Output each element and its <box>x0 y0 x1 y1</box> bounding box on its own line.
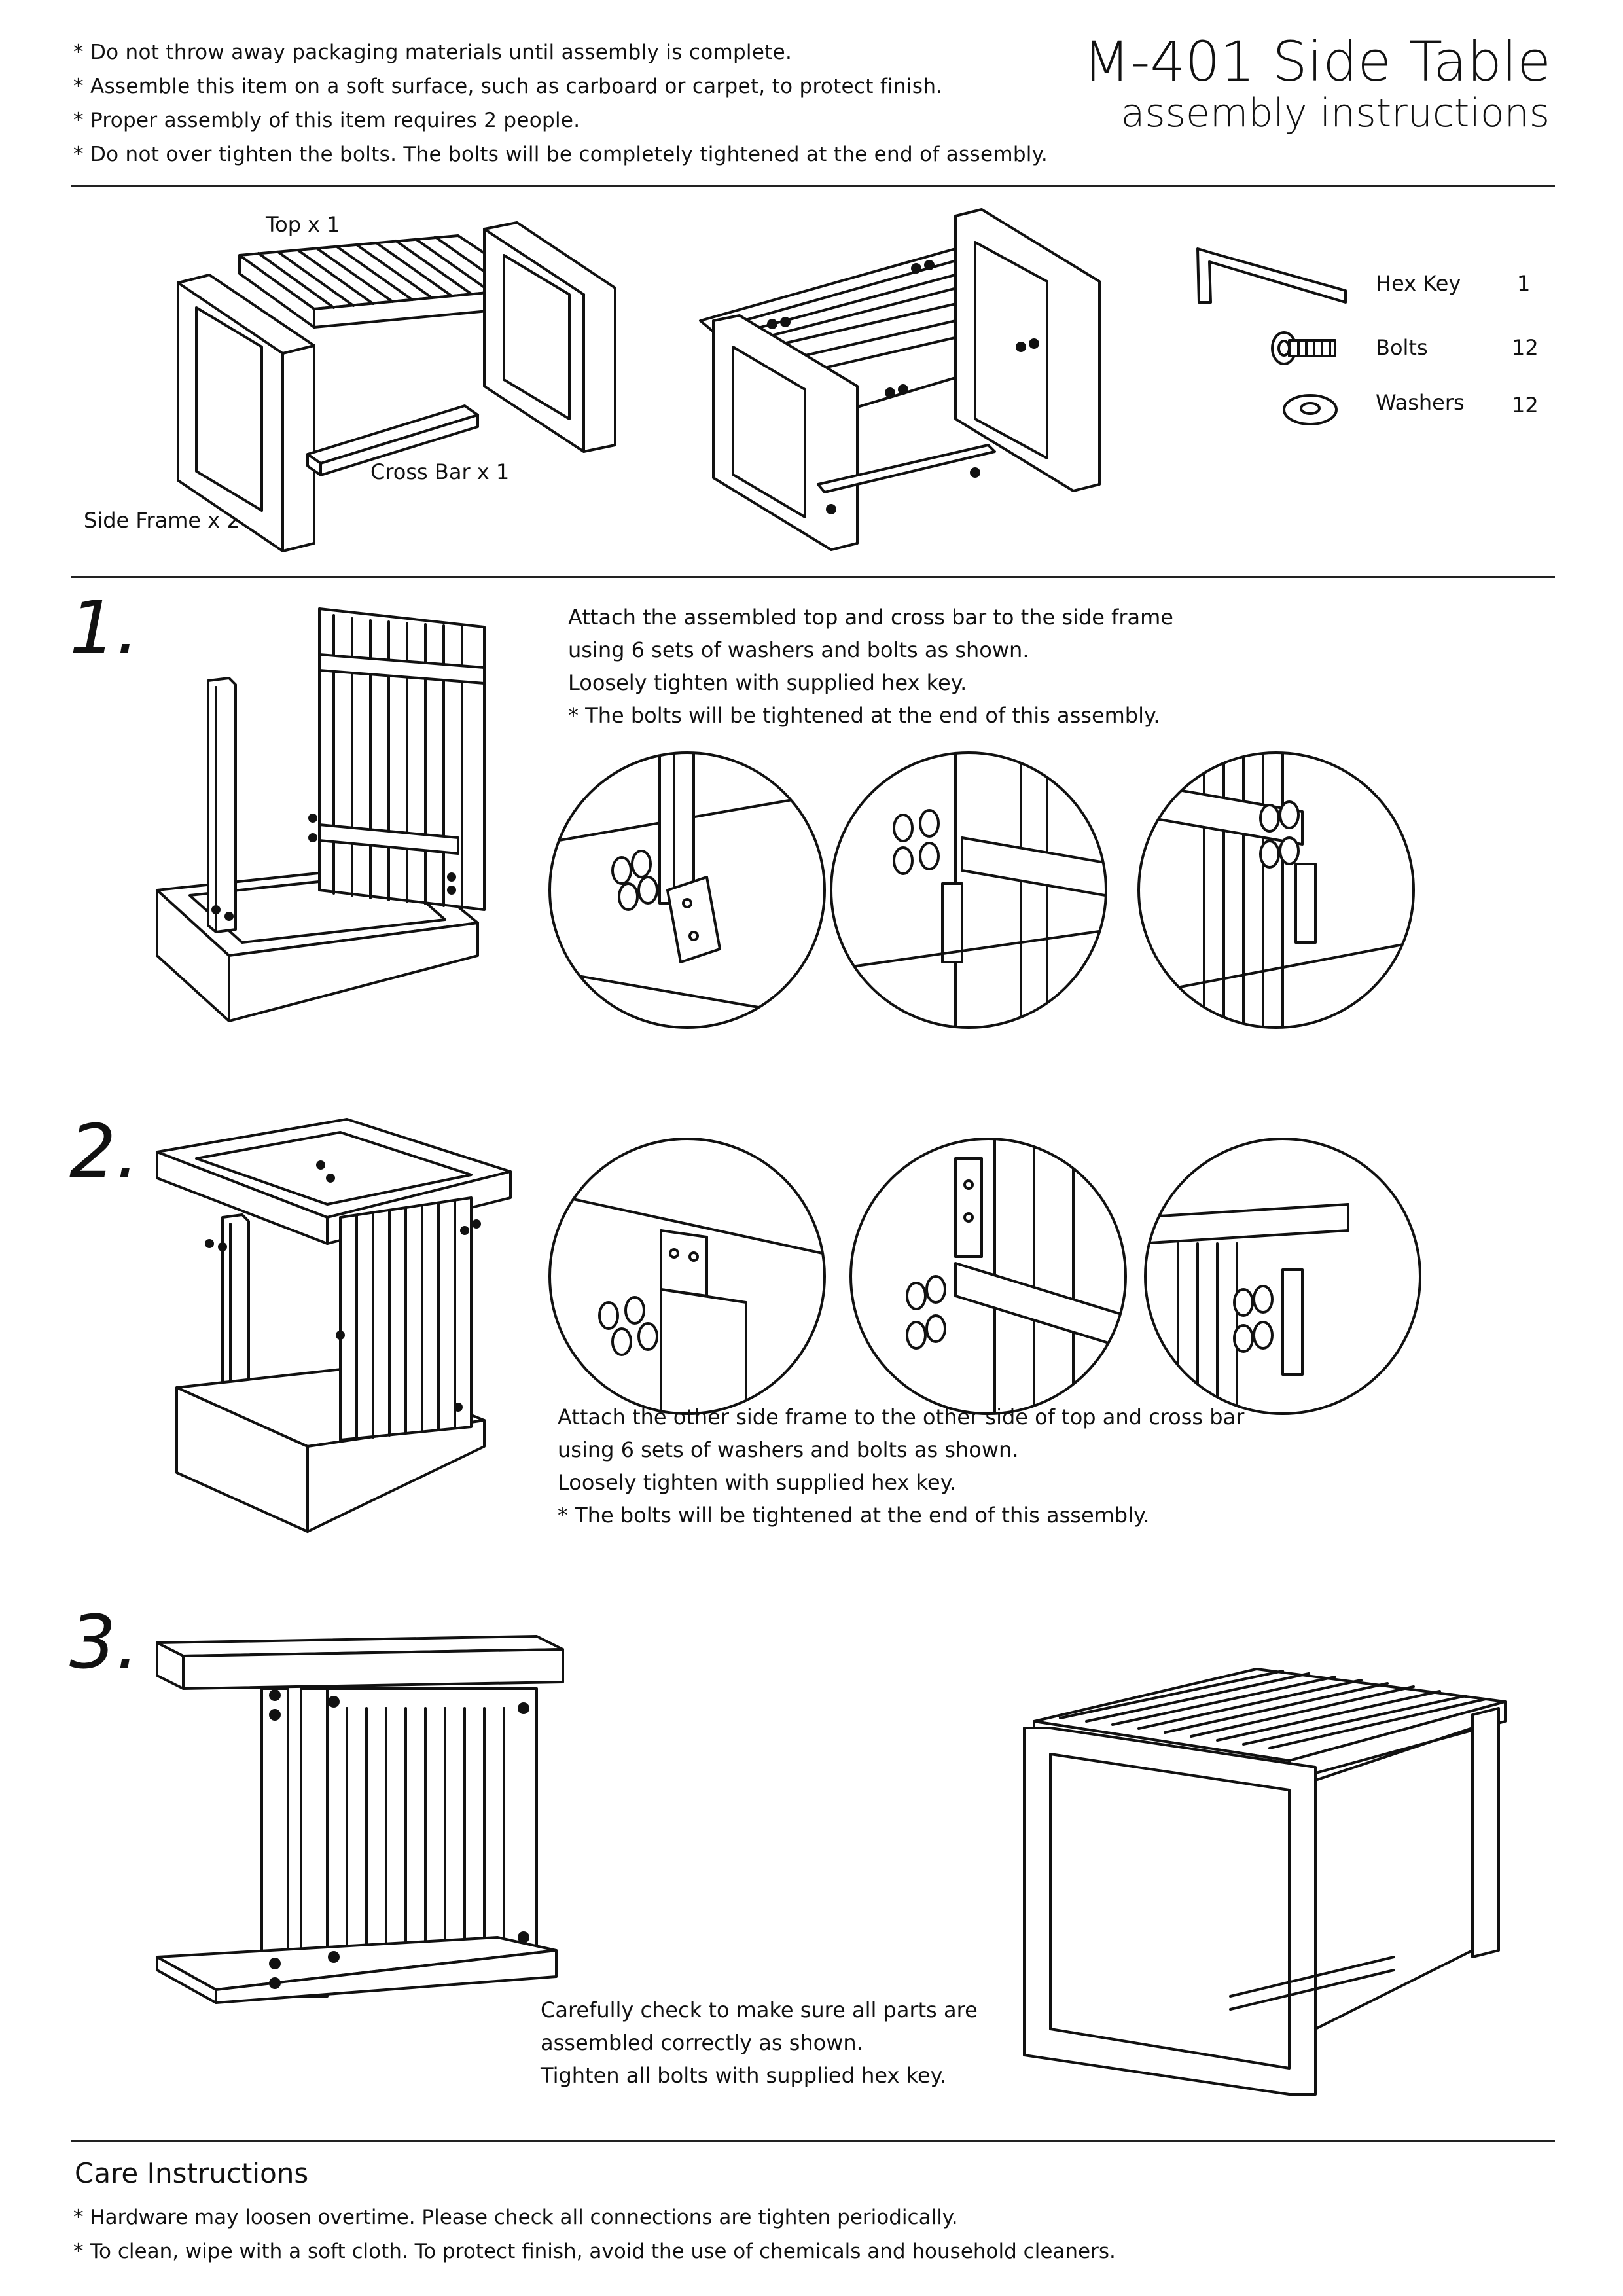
hardware-qty-bolts: 12 <box>1512 335 1539 360</box>
step-1-number: 1. <box>69 586 139 671</box>
page-title: M-401 Side Table <box>1082 29 1551 94</box>
divider-care <box>71 2140 1555 2142</box>
step-2-text-line-1: Attach the other side frame to the other… <box>558 1405 1245 1429</box>
step-3-text-line-3: Tighten all bolts with supplied hex key. <box>541 2063 947 2088</box>
hardware-name-bolts: Bolts <box>1376 335 1428 360</box>
care-line-2: * To clean, wipe with a soft cloth. To p… <box>73 2240 1116 2263</box>
care-title: Care Instructions <box>75 2157 309 2189</box>
step-3-text-line-2: assembled correctly as shown. <box>541 2030 863 2055</box>
step-3-text-line-1: Carefully check to make sure all parts a… <box>541 1998 978 2022</box>
note-two-people: * Proper assembly of this item requires … <box>73 109 580 132</box>
step-3-number: 3. <box>69 1600 139 1685</box>
part-label-top: Top x 1 <box>266 212 340 237</box>
care-line-1: * Hardware may loosen overtime. Please c… <box>73 2206 958 2229</box>
hex-key-icon <box>1196 247 1347 304</box>
step-2-number: 2. <box>69 1109 139 1194</box>
washer-icon <box>1283 394 1338 425</box>
part-label-side-frame: Side Frame x 2 <box>84 508 240 533</box>
side-frame-left-drawing <box>177 274 315 552</box>
step-2-text-line-3: Loosely tighten with supplied hex key. <box>558 1470 957 1495</box>
step-2-text-line-2: using 6 sets of washers and bolts as sho… <box>558 1437 1019 1462</box>
bolt-icon <box>1271 331 1336 365</box>
page-subtitle: assembly instructions <box>1120 90 1550 136</box>
divider-top <box>71 185 1555 187</box>
step-1-text-line-1: Attach the assembled top and cross bar t… <box>568 605 1173 630</box>
exploded-assembly-drawing <box>699 208 1101 551</box>
note-packaging: * Do not throw away packaging materials … <box>73 41 793 64</box>
hardware-qty-hex-key: 1 <box>1517 271 1531 296</box>
note-bolts: * Do not over tighten the bolts. The bol… <box>73 143 1048 166</box>
note-soft-surface: * Assemble this item on a soft surface, … <box>73 75 943 98</box>
step-1-text-line-3: Loosely tighten with supplied hex key. <box>568 670 967 695</box>
cross-bar-drawing <box>306 404 479 476</box>
side-frame-right-drawing <box>483 221 616 453</box>
hardware-name-washers: Washers <box>1376 390 1465 415</box>
hardware-name-hex-key: Hex Key <box>1376 271 1461 296</box>
step-2-text-line-4: * The bolts will be tightened at the end… <box>558 1503 1150 1528</box>
hardware-qty-washers: 12 <box>1512 393 1539 418</box>
step-1-text-line-4: * The bolts will be tightened at the end… <box>568 703 1160 728</box>
divider-parts <box>71 576 1555 578</box>
part-label-cross-bar: Cross Bar x 1 <box>370 459 510 484</box>
step-1-text-line-2: using 6 sets of washers and bolts as sho… <box>568 637 1029 662</box>
